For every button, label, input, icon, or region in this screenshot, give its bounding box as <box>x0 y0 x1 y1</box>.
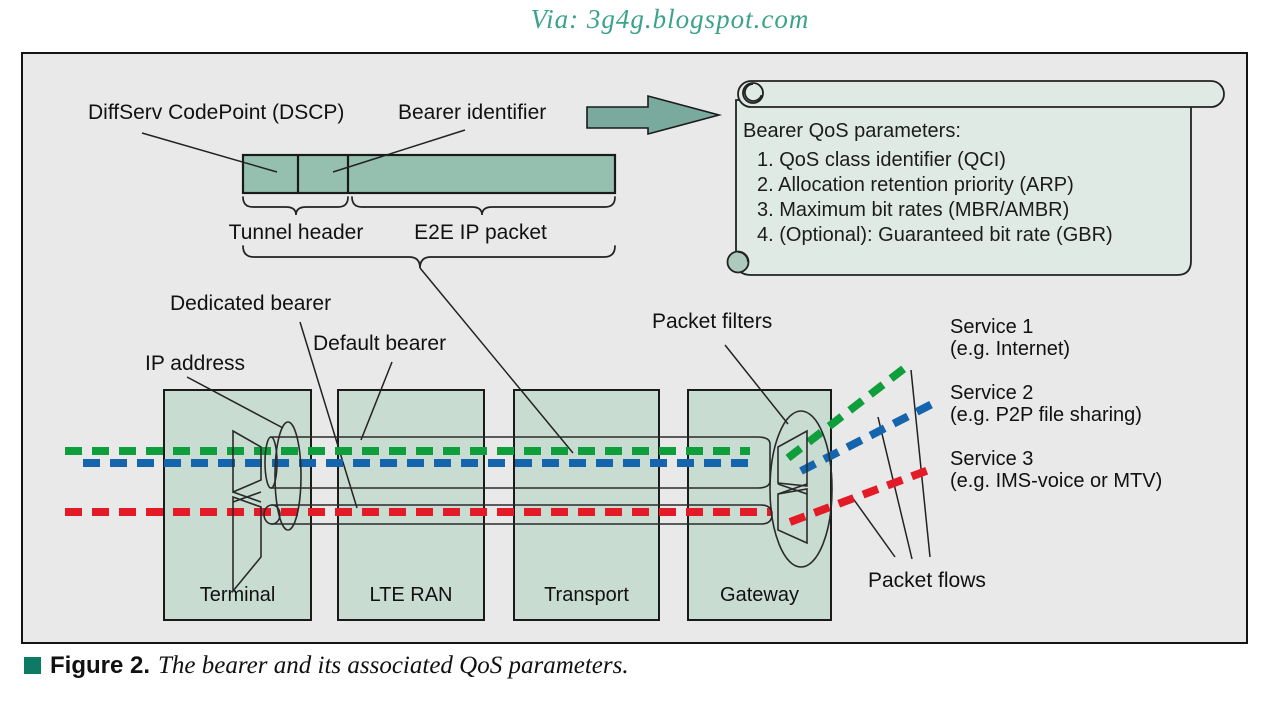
tunnel-header-label: Tunnel header <box>228 221 364 244</box>
qos-scroll-title: Bearer QoS parameters: <box>743 120 961 142</box>
credit-text: Via: 3g4g.blogspot.com <box>530 4 810 34</box>
service-1-name: Service 1 <box>950 316 1034 338</box>
qos-item-qci: 1. QoS class identifier (QCI) <box>757 149 1006 171</box>
default-bearer-label: Default bearer <box>313 332 447 355</box>
packet-flows-label: Packet flows <box>868 569 986 592</box>
e2e-ip-packet-label: E2E IP packet <box>414 221 547 244</box>
caption-figure-text: The bearer and its associated QoS parame… <box>158 652 629 679</box>
node-gateway-label: Gateway <box>720 584 799 606</box>
dedicated-bearer-label: Dedicated bearer <box>170 292 332 315</box>
service-2-example: (e.g. P2P file sharing) <box>950 404 1142 426</box>
service-3-name: Service 3 <box>950 448 1034 470</box>
node-lte-ran-label: LTE RAN <box>369 584 453 606</box>
figure-caption: Figure 2. The bearer and its associated … <box>24 652 629 680</box>
ip-address-label: IP address <box>145 352 246 375</box>
node-terminal-label: Terminal <box>199 584 276 606</box>
service-1-label: Service 1 (e.g. Internet) <box>950 316 1070 360</box>
service-3-label: Service 3 (e.g. IMS-voice or MTV) <box>950 448 1162 492</box>
caption-figure-number: Figure 2. <box>50 652 151 679</box>
service-2-label: Service 2 (e.g. P2P file sharing) <box>950 382 1142 426</box>
bearer-identifier-label: Bearer identifier <box>398 101 547 124</box>
qos-scroll-items: 1. QoS class identifier (QCI) 2. Allocat… <box>757 148 1113 248</box>
packet-filters-label: Packet filters <box>652 310 773 333</box>
service-3-example: (e.g. IMS-voice or MTV) <box>950 470 1163 492</box>
qos-item-gbr: 4. (Optional): Guaranteed bit rate (GBR) <box>757 224 1113 246</box>
node-terminal: Terminal <box>163 389 312 621</box>
qos-item-arp: 2. Allocation retention priority (ARP) <box>757 174 1074 196</box>
dscp-label: DiffServ CodePoint (DSCP) <box>88 101 345 124</box>
caption-bullet-icon <box>24 657 41 674</box>
node-lte-ran: LTE RAN <box>337 389 485 621</box>
qos-item-mbr: 3. Maximum bit rates (MBR/AMBR) <box>757 199 1070 221</box>
node-gateway: Gateway <box>687 389 832 621</box>
service-2-name: Service 2 <box>950 382 1034 404</box>
service-1-example: (e.g. Internet) <box>950 338 1071 360</box>
node-transport-label: Transport <box>544 584 629 606</box>
node-transport: Transport <box>513 389 660 621</box>
